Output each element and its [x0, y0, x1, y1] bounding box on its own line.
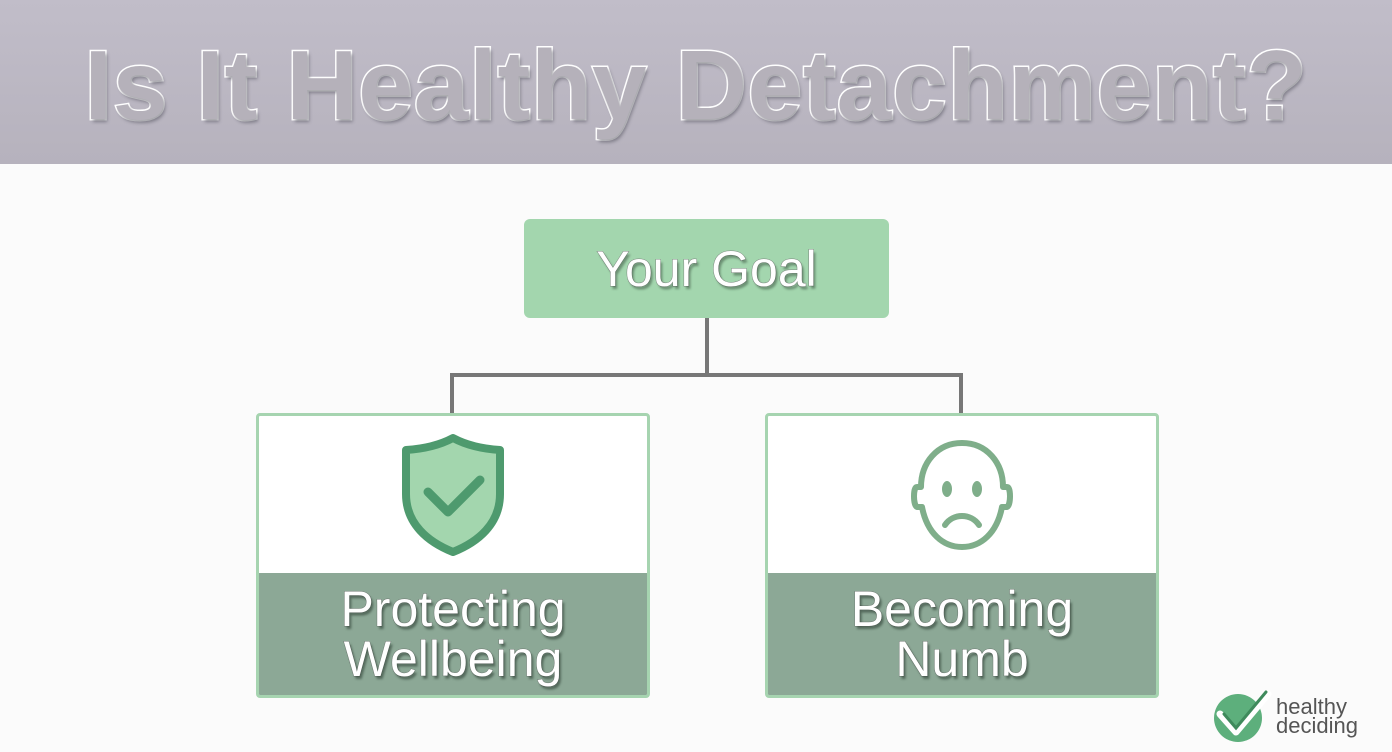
connector-drop-right: [959, 373, 963, 414]
branch-label-line2: Wellbeing: [343, 631, 563, 687]
branch-card-protecting-wellbeing: Protecting Wellbeing: [256, 413, 650, 698]
branch-label-line1: Protecting: [340, 581, 566, 637]
branch-label-line1: Becoming: [850, 581, 1074, 637]
connector-vertical: [705, 318, 709, 377]
connector-drop-left: [450, 373, 454, 414]
branch-label: Becoming Numb: [768, 573, 1156, 695]
logo-line2: deciding: [1276, 713, 1358, 738]
logo-text: healthy deciding: [1276, 694, 1358, 738]
shield-check-icon: [259, 416, 647, 573]
branch-label: Protecting Wellbeing: [259, 573, 647, 695]
header-banner: Is It Healthy Detachment?: [0, 0, 1392, 164]
branch-label-line2: Numb: [895, 631, 1029, 687]
brand-logo: healthy deciding: [1210, 688, 1358, 744]
goal-label: Your Goal: [596, 240, 818, 297]
goal-node: Your Goal: [524, 219, 889, 318]
logo-line1: healthy: [1276, 694, 1347, 719]
page-title: Is It Healthy Detachment?: [83, 29, 1308, 142]
check-circle-logo-icon: [1214, 690, 1272, 742]
connector-horizontal: [450, 373, 963, 377]
branch-card-becoming-numb: Becoming Numb: [765, 413, 1159, 698]
sad-face-icon: [768, 416, 1156, 573]
